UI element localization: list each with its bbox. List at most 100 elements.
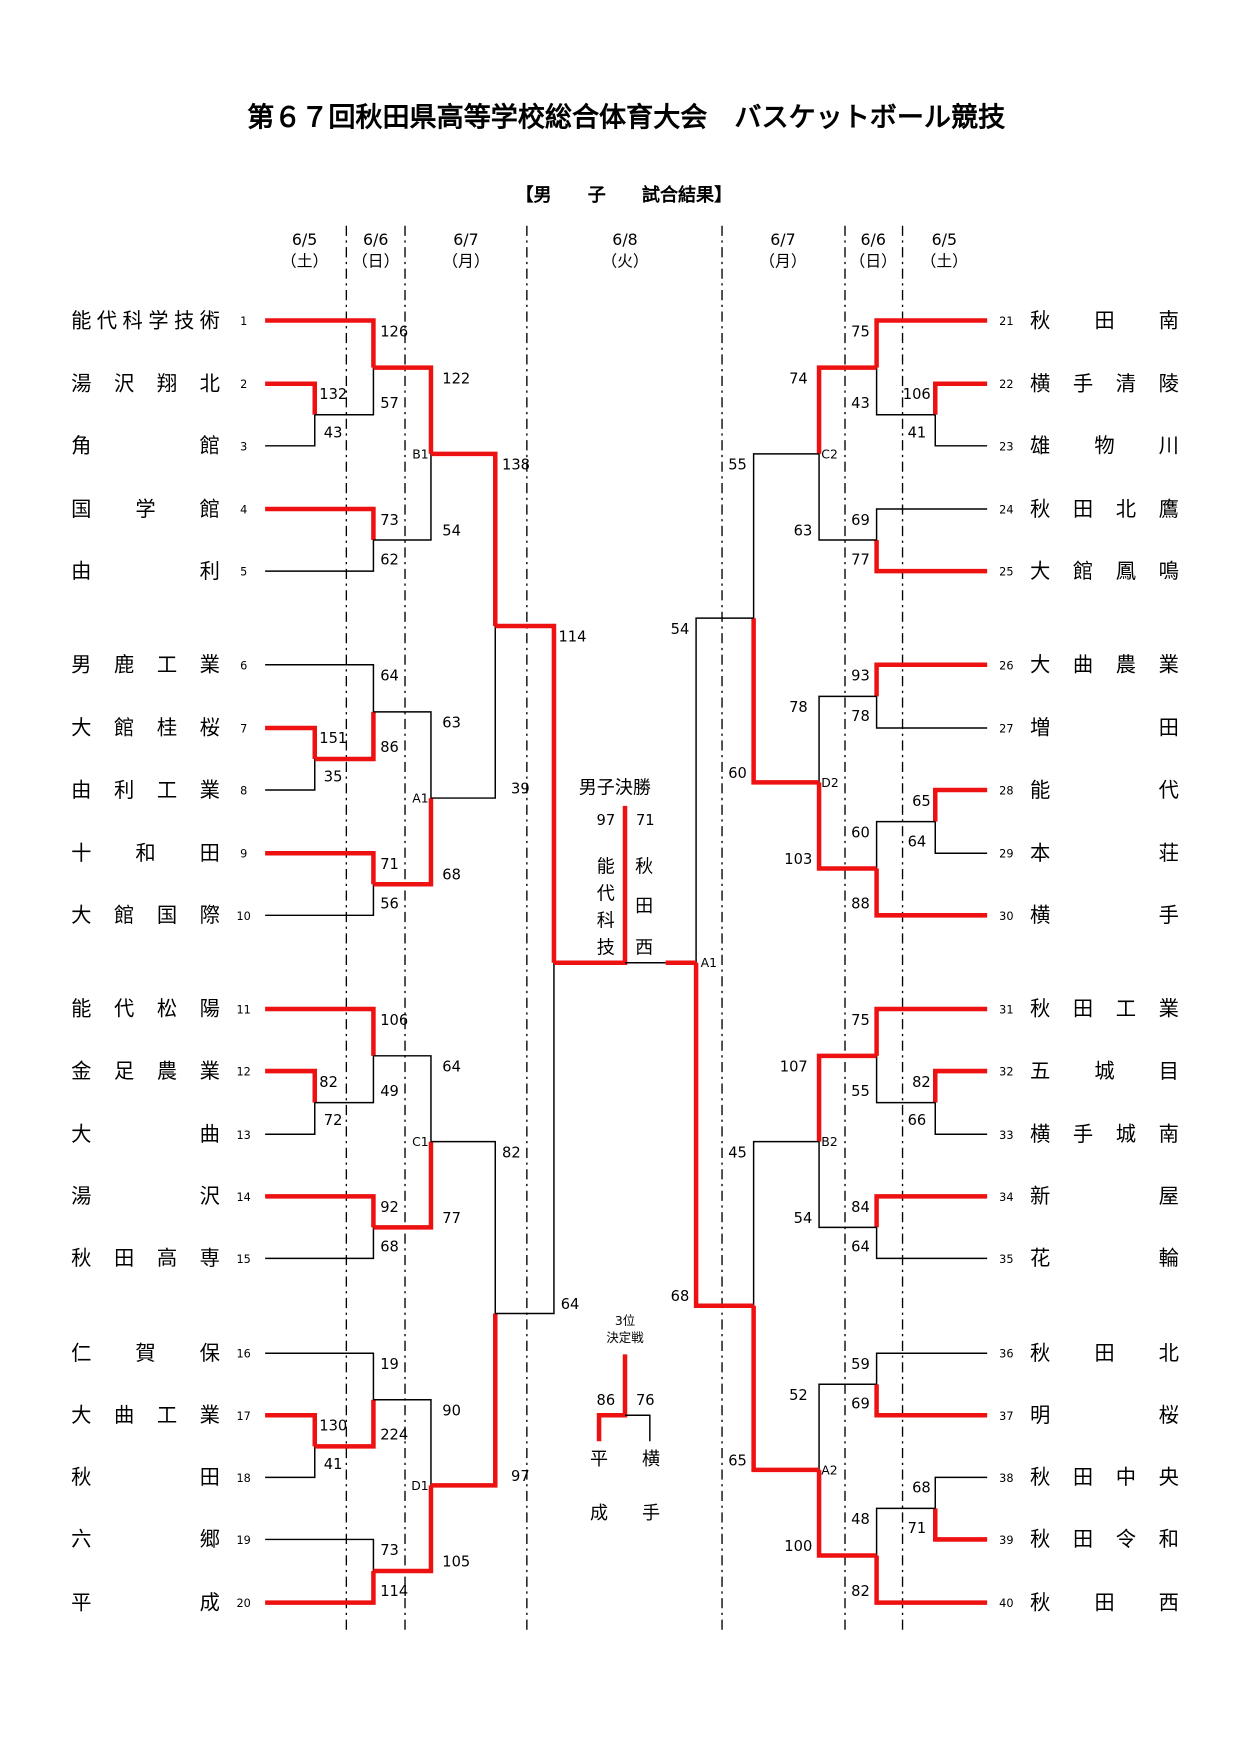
team-name-char: 横 xyxy=(1030,371,1050,395)
winner-path xyxy=(874,1384,988,1418)
score: 64 xyxy=(442,1059,461,1076)
date-label: 6/5 xyxy=(292,230,317,249)
bracket-line xyxy=(265,1446,316,1479)
score: 66 xyxy=(908,1112,927,1129)
team-name-char: 大 xyxy=(71,716,91,740)
team-name-char: 手 xyxy=(1073,1122,1093,1146)
team-name-char: 央 xyxy=(1159,1465,1179,1489)
day-label: （土） xyxy=(281,251,328,270)
team-name-char: 湯 xyxy=(71,1184,91,1208)
team-name: 六郷 xyxy=(71,1527,220,1551)
score: 103 xyxy=(784,851,812,868)
bracket-line xyxy=(625,1414,651,1442)
team-name-char: 明 xyxy=(1030,1403,1050,1427)
team-name-char: 専 xyxy=(200,1246,220,1270)
date-label: 6/6 xyxy=(363,230,388,249)
game-label: B1 xyxy=(412,446,428,461)
seed-number: 23 xyxy=(999,440,1013,453)
bracket-line xyxy=(265,1538,375,1572)
team-name-char: 田 xyxy=(200,1465,220,1489)
winner-path xyxy=(816,782,877,871)
score: 122 xyxy=(442,370,470,387)
winner-path xyxy=(314,711,376,762)
score: 130 xyxy=(319,1418,347,1435)
score: 105 xyxy=(442,1554,470,1571)
team-name-char: 角 xyxy=(71,434,91,458)
score: 65 xyxy=(912,793,931,810)
bracket-line xyxy=(430,625,497,799)
team-name-char: 農 xyxy=(157,1059,177,1083)
team-name-char: 代 xyxy=(114,997,134,1021)
date-label: 6/5 xyxy=(932,230,957,249)
bracket-line xyxy=(818,695,877,783)
seed-number: 11 xyxy=(237,1003,251,1016)
date-label: 6/6 xyxy=(861,230,886,249)
team-name: 五城目 xyxy=(1030,1059,1179,1083)
team-name-char: 物 xyxy=(1094,434,1114,458)
winner-path xyxy=(933,1068,988,1103)
score: 41 xyxy=(324,1456,343,1473)
score: 73 xyxy=(380,512,399,529)
team-name-char: 横 xyxy=(1030,1122,1050,1146)
bracket-line xyxy=(752,1140,820,1306)
score: 106 xyxy=(380,1012,408,1029)
winner-path xyxy=(816,1053,877,1142)
winner-path xyxy=(933,381,988,415)
bracket-line xyxy=(495,962,555,1315)
team-name-char: 業 xyxy=(200,653,220,677)
team-name-char: 工 xyxy=(157,1403,177,1427)
team-name-char: 沢 xyxy=(200,1184,220,1208)
bracket-line xyxy=(265,1102,316,1135)
seed-number: 31 xyxy=(999,1003,1013,1016)
score: 90 xyxy=(442,1403,461,1420)
score: 64 xyxy=(380,668,399,685)
team-name: 仁賀保 xyxy=(71,1341,220,1365)
bracket-line xyxy=(314,1055,375,1104)
bracket-line xyxy=(818,1141,877,1229)
team-name-char: 田 xyxy=(1073,497,1093,521)
final-left-team-char: 技 xyxy=(597,938,615,959)
score: 84 xyxy=(851,1199,870,1216)
seed-number: 17 xyxy=(237,1410,251,1423)
team-name-char: 足 xyxy=(114,1059,134,1083)
team-name: 秋田南 xyxy=(1030,308,1179,332)
team-name-char: 北 xyxy=(1116,497,1136,521)
winner-path xyxy=(265,850,376,885)
score: 64 xyxy=(561,1296,580,1313)
team-name: 秋田高専 xyxy=(71,1246,220,1270)
team-name: 秋田中央 xyxy=(1030,1465,1179,1489)
score: 68 xyxy=(442,867,461,884)
team-name-char: 大 xyxy=(71,1403,91,1427)
day-label: （月） xyxy=(759,251,806,270)
score: 59 xyxy=(851,1356,870,1373)
score: 54 xyxy=(794,1210,813,1227)
winner-path xyxy=(265,1413,318,1447)
team-name-char: 曲 xyxy=(114,1403,134,1427)
team-name-char: 五 xyxy=(1030,1059,1050,1083)
day-label: （日） xyxy=(352,251,399,270)
team-name-char: 保 xyxy=(200,1341,220,1365)
seed-number: 4 xyxy=(240,504,247,517)
team-name-char: 賀 xyxy=(135,1341,155,1365)
bracket-lines xyxy=(265,318,988,1605)
team-name-char: 桂 xyxy=(157,716,177,740)
winner-path xyxy=(265,318,376,368)
game-label: D2 xyxy=(821,775,838,790)
score: 100 xyxy=(784,1538,812,1555)
seed-number: 5 xyxy=(240,566,247,579)
page-title: 第６７回秋田県高等学校総合体育大会 バスケットボール競技 xyxy=(247,101,1006,133)
team-name-char: 能 xyxy=(71,997,91,1021)
winner-path xyxy=(596,1354,628,1442)
seed-number: 39 xyxy=(999,1534,1013,1547)
team-name-char: 業 xyxy=(200,1059,220,1083)
team-name-char: 業 xyxy=(200,778,220,802)
seed-number: 26 xyxy=(999,659,1013,672)
team-name: 国学館 xyxy=(71,497,220,521)
winner-path xyxy=(373,798,434,887)
team-name-char: 陵 xyxy=(1159,371,1179,395)
seed-number: 10 xyxy=(237,910,251,923)
score: 19 xyxy=(380,1356,399,1373)
score: 72 xyxy=(324,1112,343,1129)
winner-path xyxy=(314,1399,376,1449)
team-name-char: 技 xyxy=(174,308,194,332)
